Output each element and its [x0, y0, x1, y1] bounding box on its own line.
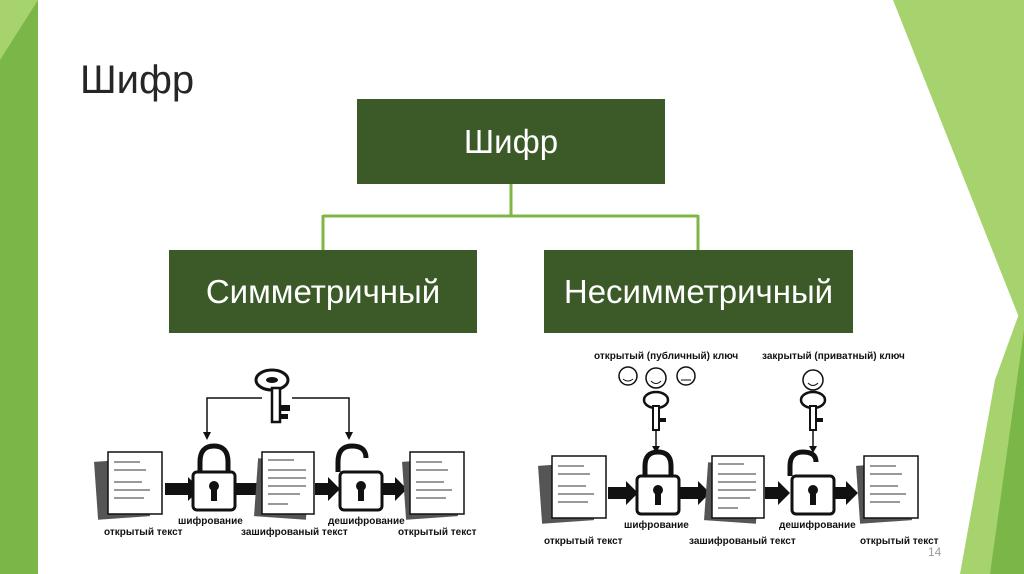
symmetric-decryption-label: дешифрование	[328, 516, 405, 527]
asymmetric-ciphertext-doc-icon	[704, 455, 765, 524]
asymmetric-plaintext-label: открытый текст	[544, 536, 623, 547]
asymmetric-box-label: Несимметричный	[563, 272, 834, 310]
slide-title: Шифр	[80, 58, 195, 102]
asymmetric-box: Несимметричный	[544, 250, 853, 333]
private-key-icon	[799, 390, 827, 453]
symmetric-locked-padlock-icon	[191, 443, 237, 512]
asymmetric-unlocked-padlock-icon	[787, 449, 836, 516]
symmetric-encryption-label: шифрование	[178, 516, 243, 527]
asymmetric-result-label: открытый текст	[860, 536, 939, 547]
symmetric-box: Симметричный	[169, 250, 477, 333]
asymmetric-plaintext-doc-icon	[538, 455, 607, 524]
private-key-face-icon	[802, 369, 824, 391]
symmetric-result-label: открытый текст	[398, 527, 477, 538]
slide-number: 14	[928, 545, 942, 559]
asymmetric-ciphertext-label: зашифрованый текст	[689, 536, 796, 547]
left-accent-stripe	[0, 0, 38, 574]
public-key-label: открытый (публичный) ключ	[594, 351, 739, 362]
symmetric-ciphertext-label: зашифрованый текст	[241, 527, 348, 538]
symmetric-result-doc-icon	[402, 451, 465, 520]
symmetric-plaintext-doc-icon	[94, 451, 163, 520]
private-key-label: закрытый (приватный) ключ	[762, 351, 905, 362]
public-key-icon	[642, 390, 670, 453]
public-key-faces-icon	[618, 366, 696, 389]
asymmetric-locked-padlock-icon	[635, 449, 681, 516]
symmetric-plaintext-label: открытый текст	[104, 527, 183, 538]
symmetric-ciphertext-doc-icon	[254, 451, 315, 520]
symmetric-box-label: Симметричный	[205, 272, 441, 310]
asymmetric-encryption-label: шифрование	[624, 520, 689, 531]
root-box-label: Шифр	[463, 122, 559, 160]
asymmetric-decryption-label: дешифрование	[779, 520, 856, 531]
symmetric-key-icon	[254, 368, 290, 424]
symmetric-unlocked-padlock-icon	[335, 443, 384, 512]
root-box-cipher: Шифр	[357, 99, 665, 184]
asymmetric-result-doc-icon	[856, 455, 919, 524]
